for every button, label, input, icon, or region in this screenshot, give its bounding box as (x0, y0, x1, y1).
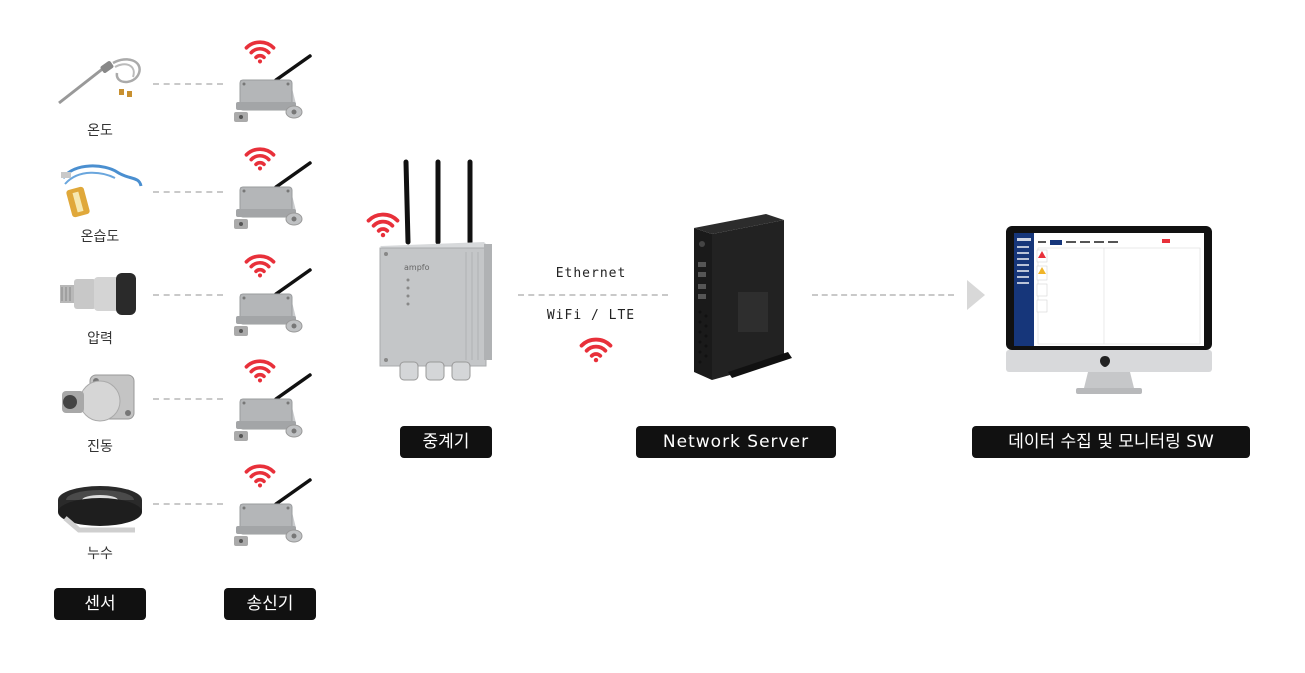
transmitter-icon (228, 373, 318, 443)
gateway-label: 중계기 (400, 426, 492, 458)
sensor-label-leak: 누수 (87, 546, 113, 562)
sensor-leak (55, 478, 145, 534)
gateway-server-link (518, 294, 668, 296)
sensors-group-label: 센서 (54, 588, 146, 620)
server-label: Network Server (636, 426, 836, 458)
transmitter-icon (228, 268, 318, 338)
imac-icon (1006, 226, 1212, 394)
monitor-device (1006, 226, 1212, 396)
transmitter-icon (228, 161, 318, 231)
transmitters-group-label: 송신기 (224, 588, 316, 620)
svg-text:ampfo: ampfo (404, 263, 430, 272)
transmitter-3 (228, 252, 320, 344)
wifi-icon (579, 335, 613, 363)
sensor-temperature (55, 55, 145, 115)
humidity-sensor-icon (61, 164, 143, 218)
sensor-label-pressure: 압력 (87, 331, 113, 347)
link-line (153, 398, 223, 400)
transmitter-icon (228, 54, 318, 124)
server-software-link (812, 294, 954, 296)
sensor-label-temperature: 온도 (87, 123, 113, 139)
arrow-right-icon (967, 280, 985, 310)
transmitter-5 (228, 462, 320, 554)
transmitter-icon (228, 478, 318, 548)
gateway-icon: ampfo (379, 159, 492, 381)
sensor-humidity (55, 158, 145, 220)
gateway-device: ampfo (362, 158, 502, 388)
ethernet-label: Ethernet (555, 266, 627, 281)
server-device (688, 212, 798, 382)
thermocouple-sensor-icon (58, 58, 141, 105)
sensor-label-humidity: 온습도 (80, 229, 120, 245)
link-line (153, 83, 223, 85)
transmitter-4 (228, 357, 320, 449)
mini-pc-icon (694, 214, 792, 380)
sensor-vibration (60, 367, 140, 429)
link-line (153, 503, 223, 505)
vibration-sensor-icon (62, 374, 135, 422)
sensor-label-vibration: 진동 (87, 439, 113, 455)
leak-sensor-tape-icon (58, 486, 142, 533)
wireless-label: WiFi / LTE (546, 308, 636, 323)
transmitter-1 (228, 38, 320, 130)
transmitter-2 (228, 145, 320, 237)
pressure-sensor-icon (60, 273, 136, 315)
link-line (153, 294, 223, 296)
sensor-pressure (58, 263, 138, 323)
link-line (153, 191, 223, 193)
software-label: 데이터 수집 및 모니터링 SW (972, 426, 1250, 458)
